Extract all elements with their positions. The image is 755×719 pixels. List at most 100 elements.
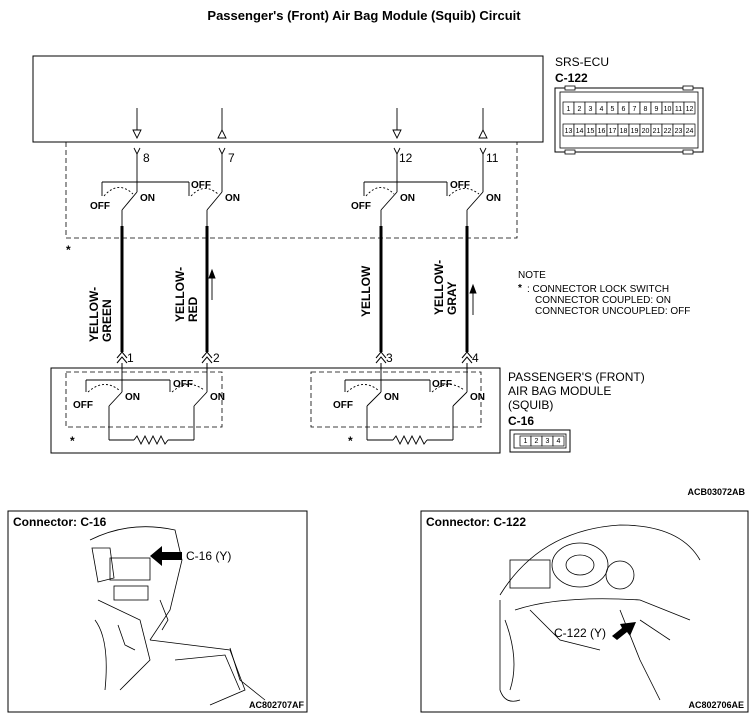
- ecu-pin-8: 8: [143, 151, 150, 165]
- ecu-lock-switch-region: [65, 142, 518, 239]
- switch-off-label: OFF: [351, 201, 371, 212]
- ecu-pin-7: 7: [228, 151, 235, 165]
- squib-circuits: [85, 370, 468, 446]
- wire-color-label: YELLOW-: [432, 260, 446, 315]
- c122-pin-cell: [683, 101, 696, 115]
- dashboard-center-console-illustration: [89, 526, 266, 706]
- panel-c16-code: AC802707AF: [249, 700, 305, 710]
- module-pin-4: 4: [472, 351, 479, 365]
- ecu-asterisk: *: [66, 243, 71, 257]
- airbag-module-box: [50, 367, 501, 454]
- switch-on-label: ON: [210, 392, 225, 403]
- wire-color-label: YELLOW: [359, 265, 373, 317]
- ecu-pin-11: 11: [486, 151, 499, 165]
- switch-off-label: OFF: [90, 201, 110, 212]
- wire-color-label: YELLOW-: [87, 287, 101, 342]
- switch-on-label: ON: [384, 392, 399, 403]
- c122-pin-number: 18: [620, 128, 628, 135]
- harness-wires: [120, 210, 469, 352]
- c122-pin-number: 5: [611, 106, 615, 113]
- c16-pin-number: 4: [557, 438, 561, 445]
- panel-c122-code: AC802706AE: [688, 700, 744, 710]
- switch-on-label: ON: [225, 193, 240, 204]
- switch-on-label: ON: [470, 392, 485, 403]
- c122-pin-number: 10: [664, 106, 672, 113]
- connector-c16-panel: Connector: C-16 C-16 (Y) AC802707AF: [7, 510, 308, 713]
- srs-ecu-label: SRS-ECU: [555, 55, 609, 69]
- c122-pin-number: 15: [587, 128, 595, 135]
- switch-off-label: OFF: [333, 400, 353, 411]
- squib-lock-region-1: [65, 371, 223, 428]
- switch-on-label: ON: [140, 193, 155, 204]
- note-line-2: CONNECTOR COUPLED: ON: [535, 295, 671, 306]
- c122-pin-number: 17: [609, 128, 617, 135]
- c16-pin-number: 3: [546, 438, 550, 445]
- c16-pin-number: 1: [524, 438, 528, 445]
- c122-pin-number: 11: [675, 106, 682, 113]
- module-asterisk: *: [348, 434, 353, 448]
- wire-color-label: GREEN: [100, 299, 114, 342]
- c122-pin-number: 3: [589, 106, 593, 113]
- srs-ecu-box: [32, 55, 544, 143]
- c122-pin-number: 16: [598, 128, 606, 135]
- ecu-pin-12: 12: [399, 151, 413, 165]
- c122-pin-number: 2: [578, 106, 582, 113]
- wire-color-label: GRAY: [445, 281, 459, 315]
- note-heading: NOTE: [518, 270, 546, 281]
- c16-pointer-arrow: [150, 546, 182, 566]
- panel-c16-title: Connector: C-16: [13, 515, 107, 529]
- c122-pin-number: 23: [675, 128, 683, 135]
- module-connector-label: C-16: [508, 414, 534, 428]
- c122-pin-number: 21: [653, 128, 661, 135]
- c122-pin-number: 8: [644, 106, 648, 113]
- note-line-1: : CONNECTOR LOCK SWITCH: [527, 284, 669, 295]
- switch-off-label: OFF: [432, 379, 452, 390]
- c122-pin-number: 4: [600, 106, 604, 113]
- connector-c122-panel: Connector: C-122 C-122 (Y) AC802706AE: [420, 510, 749, 713]
- ecu-terminals: [132, 108, 488, 140]
- panel-c122-title: Connector: C-122: [426, 515, 526, 529]
- c16-pin-cell: [552, 435, 565, 447]
- module-connector-terminals: [116, 351, 473, 370]
- figure-code: ACB03072AB: [687, 487, 745, 497]
- switch-on-label: ON: [125, 392, 140, 403]
- switch-off-label: OFF: [73, 400, 93, 411]
- module-name-line-2: AIR BAG MODULE: [508, 384, 611, 398]
- squib-lock-region-2: [310, 371, 482, 428]
- c122-pin-number: 22: [664, 128, 672, 135]
- c122-pin-number: 1: [567, 106, 571, 113]
- switch-off-label: OFF: [173, 379, 193, 390]
- c122-pin-number: 6: [622, 106, 626, 113]
- srs-ecu-connector-label: C-122: [555, 71, 588, 85]
- c122-pin-number: 14: [576, 128, 584, 135]
- note-marker: *: [518, 283, 522, 294]
- c122-pin-number: 13: [565, 128, 573, 135]
- c122-pin-number: 19: [631, 128, 639, 135]
- note-line-3: CONNECTOR UNCOUPLED: OFF: [535, 306, 690, 317]
- module-pin-3: 3: [386, 351, 393, 365]
- c122-pin-number: 20: [642, 128, 650, 135]
- module-asterisk: *: [70, 434, 75, 448]
- diagram-title: Passenger's (Front) Air Bag Module (Squi…: [207, 8, 521, 23]
- panel-c122-callout: C-122 (Y): [554, 626, 606, 640]
- c122-pin-number: 24: [686, 128, 694, 135]
- wire-color-label: YELLOW-: [173, 267, 187, 322]
- current-direction-arrows: [208, 268, 477, 315]
- c122-pointer-arrow: [612, 622, 636, 640]
- switch-off-label: OFF: [191, 180, 211, 191]
- ecu-lock-switches: [101, 147, 487, 211]
- module-name-line-1: PASSENGER'S (FRONT): [508, 370, 645, 384]
- c122-pin-number: 12: [686, 106, 694, 113]
- switch-on-label: ON: [486, 193, 501, 204]
- c122-pin-cell: [683, 123, 696, 137]
- c16-pin-number: 2: [535, 438, 539, 445]
- dashboard-steering-illustration: [499, 524, 701, 702]
- switch-off-label: OFF: [450, 180, 470, 191]
- module-pin-1: 1: [127, 351, 134, 365]
- c122-pin-number: 7: [633, 106, 637, 113]
- wire-color-label: RED: [186, 296, 200, 322]
- module-name-line-3: (SQUIB): [508, 398, 553, 412]
